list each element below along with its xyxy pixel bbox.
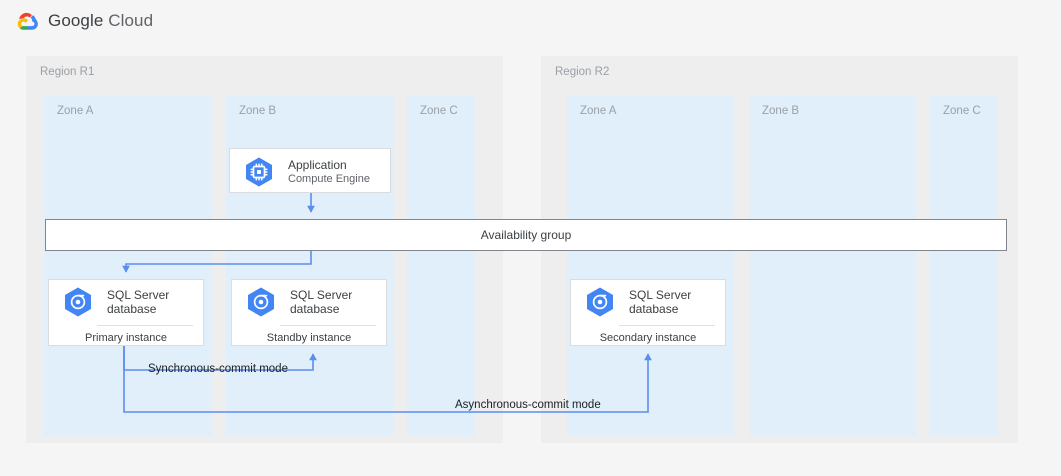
sql-server-database-icon	[61, 285, 95, 319]
region-r2-zone-b-label: Zone B	[762, 105, 800, 117]
region-r2-zone-b: Zone B	[749, 96, 916, 435]
standby-database-footer: Standby instance	[266, 332, 352, 344]
availability-group-bar[interactable]: Availability group	[45, 219, 1007, 251]
region-r1-zone-c-label: Zone C	[420, 105, 458, 117]
region-r1-label: Region R1	[40, 66, 95, 78]
region-r2-zone-a-label: Zone A	[580, 105, 617, 117]
standby-database-title-line2: database	[290, 302, 340, 316]
compute-engine-icon	[242, 155, 276, 189]
application-title: Application	[288, 157, 347, 172]
standby-database-card[interactable]: SQL Server database Standby instance	[231, 279, 387, 346]
secondary-database-divider	[619, 325, 715, 326]
primary-database-title-line1: SQL Server	[107, 288, 170, 302]
brand-cloud: Cloud	[108, 11, 154, 30]
region-r2-label: Region R2	[555, 66, 610, 78]
secondary-database-title-line1: SQL Server	[629, 288, 692, 302]
application-card[interactable]: Application Compute Engine	[229, 148, 391, 193]
brand-google: Google	[48, 11, 104, 30]
region-r2-zone-c-label: Zone C	[943, 105, 981, 117]
secondary-database-card[interactable]: SQL Server database Secondary instance	[570, 279, 726, 346]
primary-database-card[interactable]: SQL Server database Primary instance	[48, 279, 204, 346]
region-r2-zone-a: Zone A	[567, 96, 734, 435]
page-header: Google Cloud	[0, 0, 1061, 46]
synchronous-commit-label: Synchronous-commit mode	[148, 363, 288, 375]
brand-wordmark: Google Cloud	[48, 11, 153, 31]
region-r1-zone-c: Zone C	[407, 96, 475, 435]
primary-database-divider	[97, 325, 193, 326]
sql-server-database-icon	[583, 285, 617, 319]
standby-database-title-line1: SQL Server	[290, 288, 353, 302]
primary-database-title-line2: database	[107, 302, 157, 316]
availability-group-label: Availability group	[480, 228, 572, 242]
secondary-database-footer: Secondary instance	[599, 332, 697, 344]
region-r2-zone-c: Zone C	[930, 96, 998, 435]
region-r1-zone-b: Zone B	[226, 96, 393, 435]
asynchronous-commit-label: Asynchronous-commit mode	[455, 399, 601, 411]
region-r1-zone-a: Zone A	[44, 96, 212, 435]
primary-database-footer: Primary instance	[85, 332, 167, 344]
region-r1-zone-a-label: Zone A	[57, 105, 94, 117]
application-subtitle: Compute Engine	[288, 172, 370, 185]
region-r1-zone-b-label: Zone B	[239, 105, 277, 117]
google-cloud-logo-icon	[16, 10, 42, 36]
sql-server-database-icon	[244, 285, 278, 319]
standby-database-divider	[280, 325, 376, 326]
secondary-database-title-line2: database	[629, 302, 679, 316]
